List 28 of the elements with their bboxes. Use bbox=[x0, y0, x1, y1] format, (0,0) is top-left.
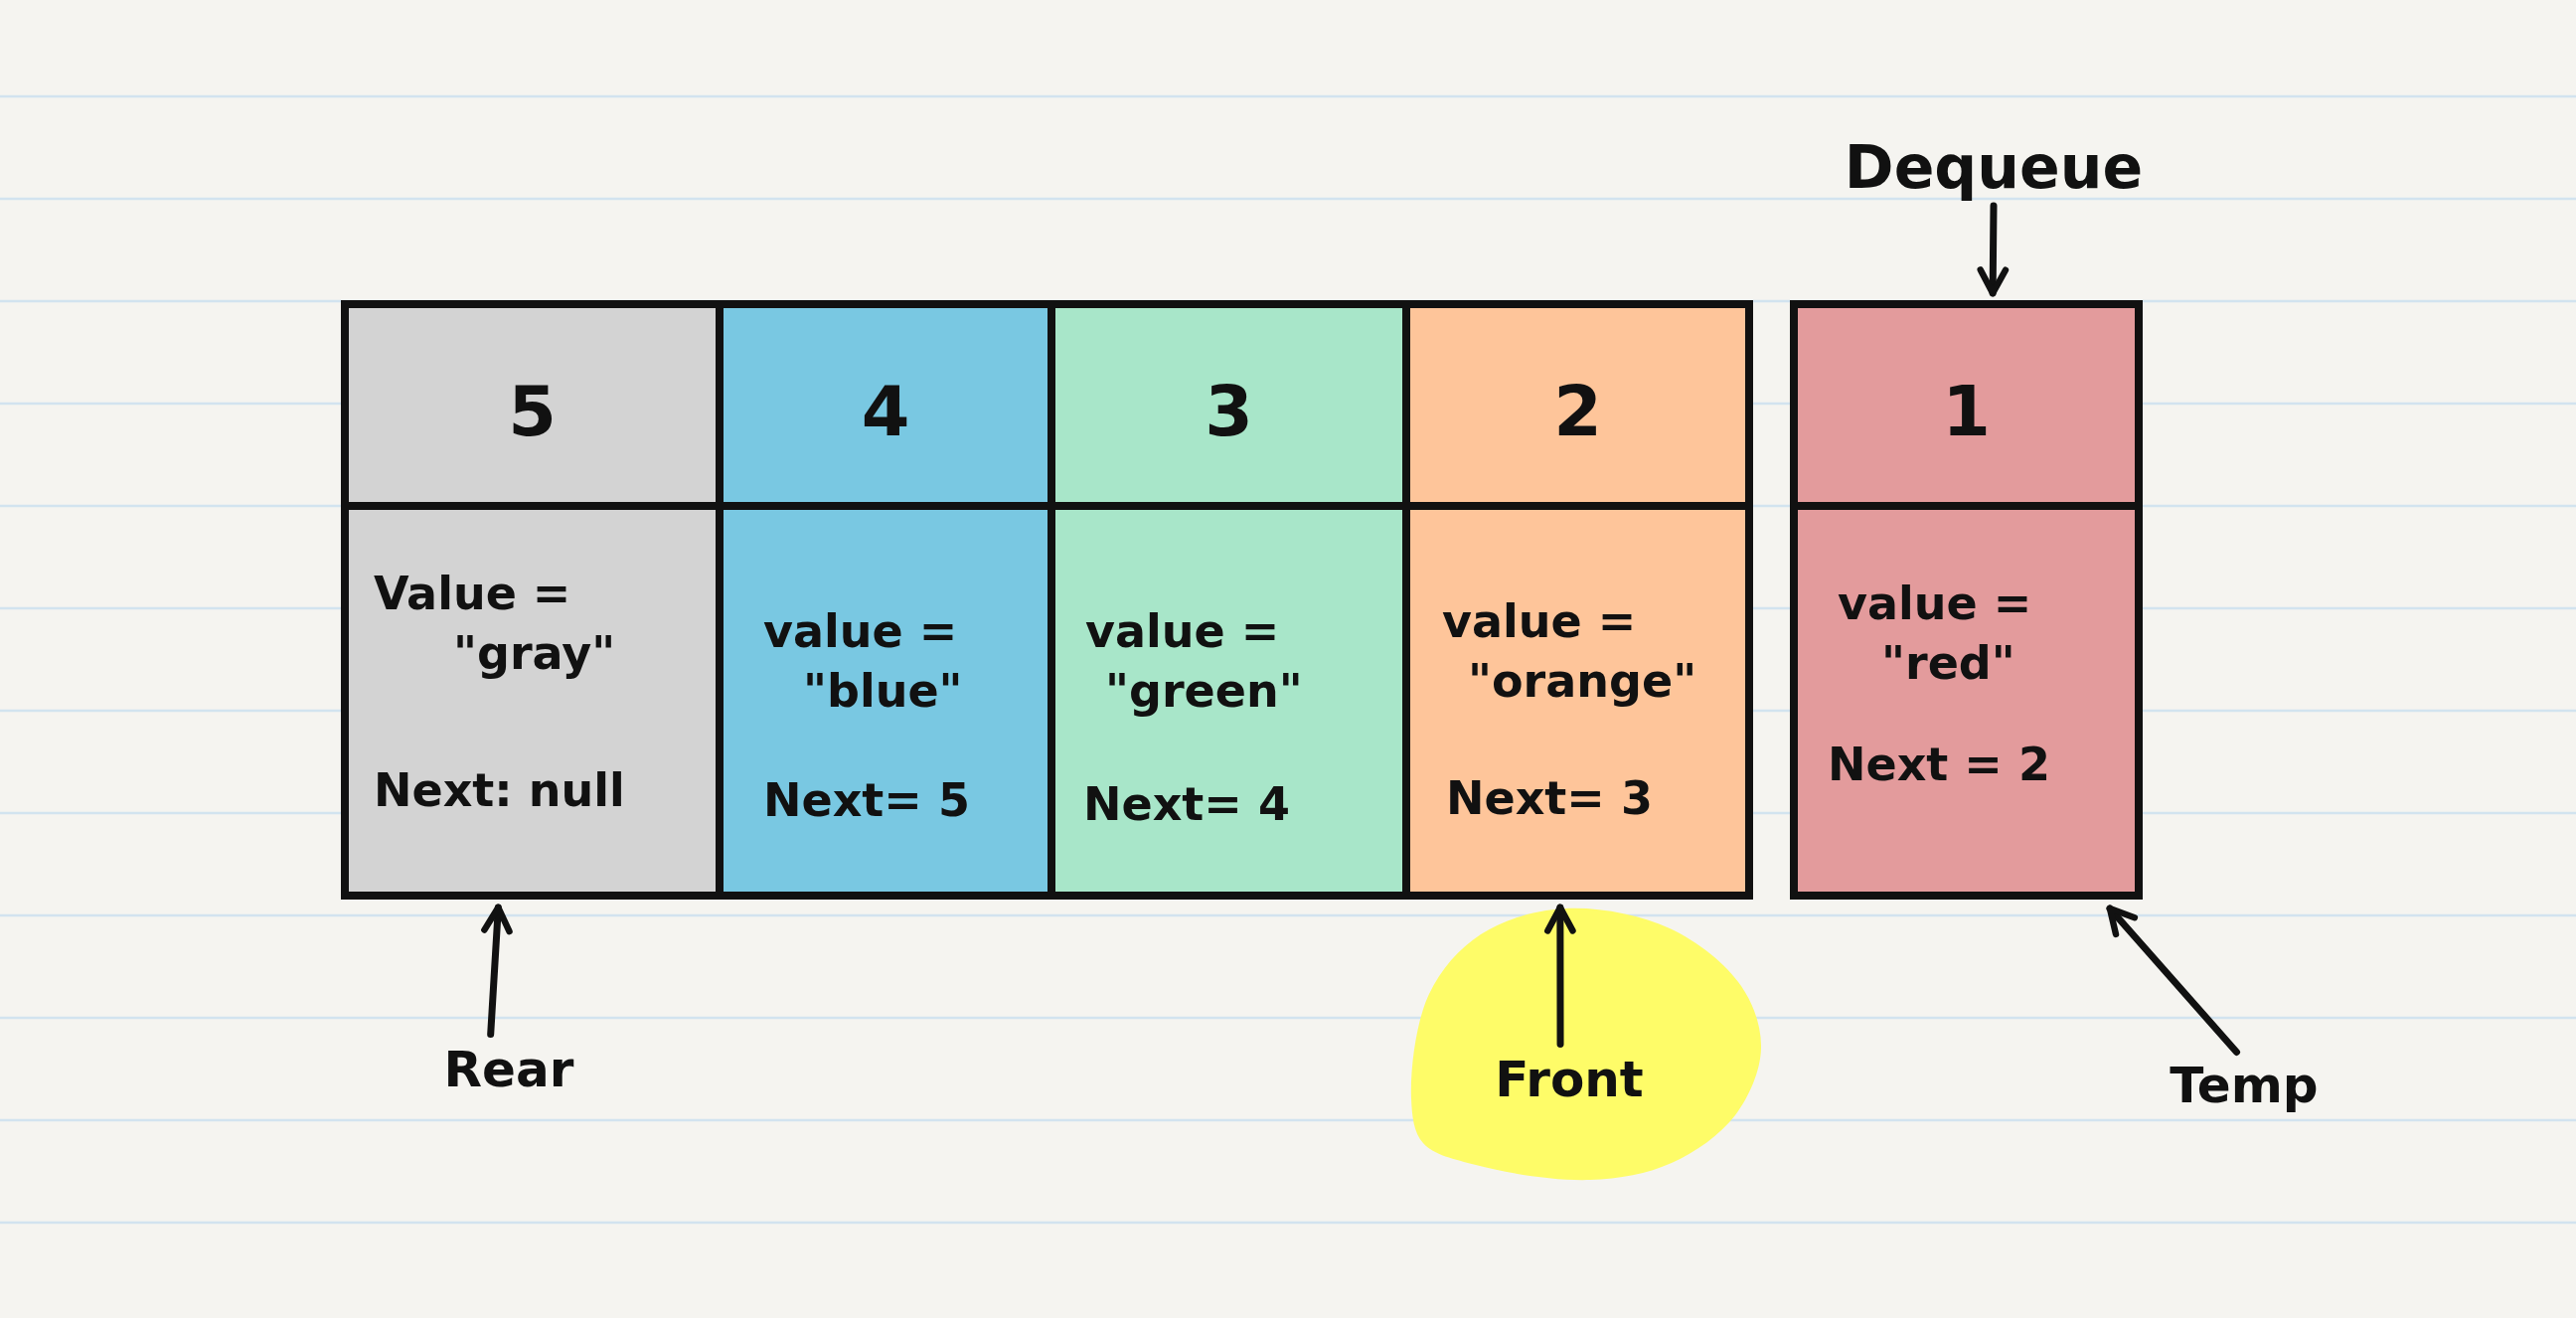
node-value: value = "red" bbox=[1838, 576, 2033, 692]
next-pointer: Next= 5 bbox=[763, 773, 970, 829]
pointer-label: Temp bbox=[2170, 1058, 2319, 1113]
node-number: 3 bbox=[1205, 377, 1253, 446]
arrow bbox=[2106, 905, 2241, 1056]
node-value: value = "orange" bbox=[1442, 593, 1698, 710]
next-pointer: Next: null bbox=[374, 763, 625, 819]
queue-node bbox=[1402, 300, 1753, 900]
node-value: Value = "gray" bbox=[374, 566, 617, 682]
arrow bbox=[1544, 904, 1576, 1048]
next-pointer: Next= 4 bbox=[1083, 777, 1290, 833]
node-value: value = "green" bbox=[1085, 603, 1304, 720]
pointer-label: Rear bbox=[443, 1042, 574, 1097]
pointer-label: Dequeue bbox=[1844, 134, 2144, 200]
node-number: 5 bbox=[508, 377, 557, 446]
pointer-label: Front bbox=[1495, 1052, 1644, 1107]
arrow bbox=[481, 904, 513, 1038]
node-number: 2 bbox=[1553, 377, 1602, 446]
arrow bbox=[1977, 202, 2010, 297]
queue-node bbox=[1790, 300, 2143, 900]
queue-node bbox=[1047, 300, 1402, 900]
node-number: 4 bbox=[861, 377, 910, 446]
node-value: value = "blue" bbox=[763, 603, 964, 720]
next-pointer: Next= 3 bbox=[1446, 771, 1653, 827]
queue-node bbox=[341, 300, 716, 900]
node-number: 1 bbox=[1942, 377, 1991, 446]
next-pointer: Next = 2 bbox=[1828, 738, 2050, 793]
queue-node bbox=[716, 300, 1047, 900]
